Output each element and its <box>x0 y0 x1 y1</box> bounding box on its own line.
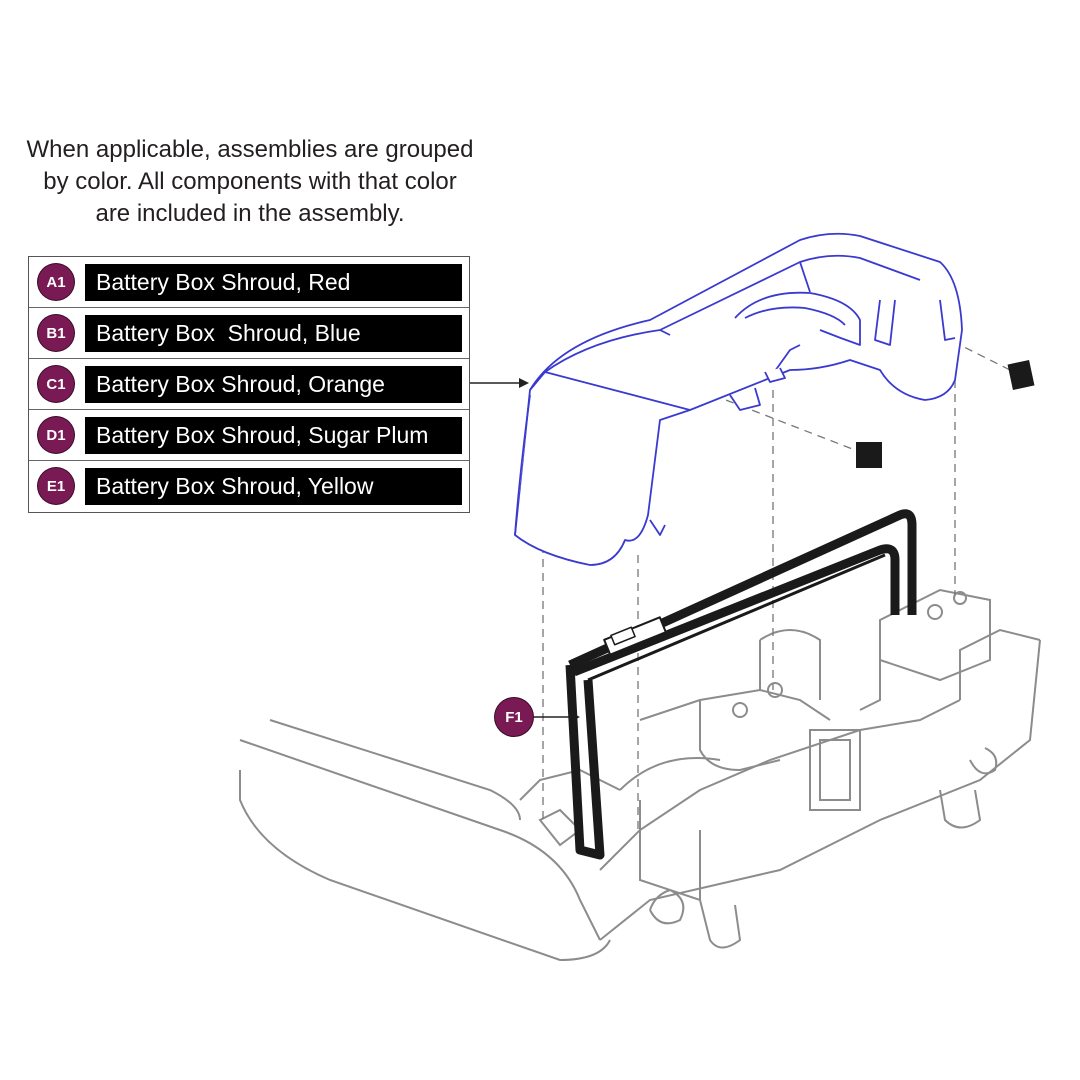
battery-base-frame <box>239 588 1041 962</box>
part-badge: E1 <box>38 468 74 504</box>
assembly-note: When applicable, assemblies are grouped … <box>14 134 486 230</box>
part-row-e1: E1 Battery Box Shroud, Yellow <box>29 461 469 512</box>
part-badge: A1 <box>38 264 74 300</box>
part-row-d1: D1 Battery Box Shroud, Sugar Plum <box>29 410 469 461</box>
part-label: Battery Box Shroud, Sugar Plum <box>85 417 462 454</box>
part-label: Battery Box Shroud, Orange <box>85 366 462 403</box>
alignment-lines <box>542 309 1011 830</box>
note-line-1: When applicable, assemblies are grouped <box>26 136 474 163</box>
battery-strap <box>565 509 917 860</box>
strap-callout-badge: F1 <box>495 698 533 736</box>
shroud-callout-arrowhead <box>519 378 529 388</box>
part-badge: D1 <box>38 417 74 453</box>
note-line-2: by color. All components with that color <box>43 168 457 195</box>
part-label: Battery Box Shroud, Blue <box>85 315 462 352</box>
part-row-c1: C1 Battery Box Shroud, Orange <box>29 359 469 410</box>
note-line-3: are included in the assembly. <box>95 200 405 227</box>
part-badge: B1 <box>38 315 74 351</box>
pad-right <box>1007 359 1035 391</box>
pad-center <box>856 442 882 468</box>
part-row-a1: A1 Battery Box Shroud, Red <box>29 257 469 308</box>
part-label: Battery Box Shroud, Yellow <box>85 468 462 505</box>
part-badge: C1 <box>38 366 74 402</box>
part-label: Battery Box Shroud, Red <box>85 264 462 301</box>
parts-table: A1 Battery Box Shroud, Red B1 Battery Bo… <box>28 256 470 513</box>
part-row-b1: B1 Battery Box Shroud, Blue <box>29 308 469 359</box>
battery-box-shroud <box>514 232 963 566</box>
